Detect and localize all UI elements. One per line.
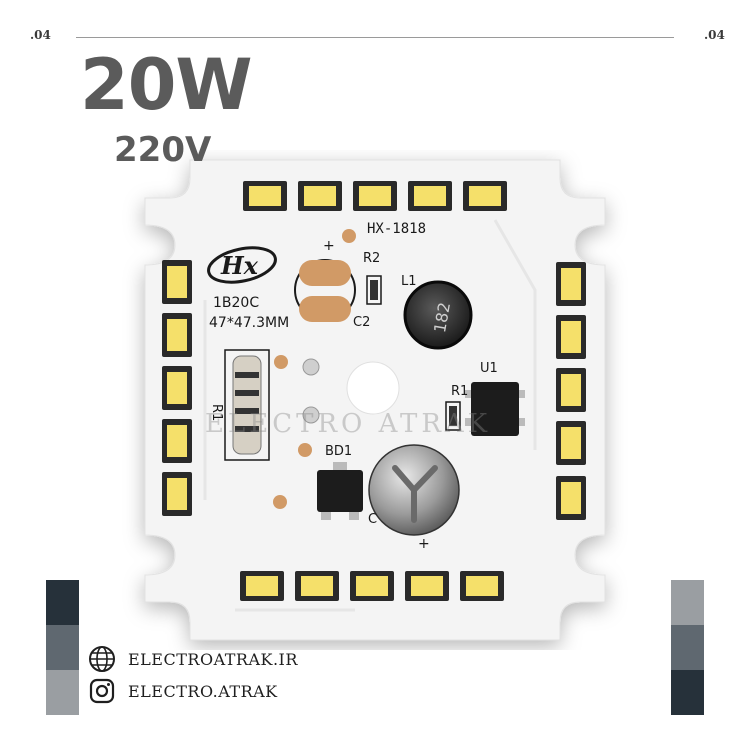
corner-label-right: .04 — [704, 28, 725, 42]
wattage-title: 20W — [80, 44, 253, 126]
c2-pad-top — [299, 260, 351, 286]
l1-label: L1 — [401, 274, 417, 289]
corner-label-left: .04 — [30, 28, 51, 42]
model-number: HX-1818 — [367, 221, 426, 237]
inductor-l1 — [405, 282, 471, 348]
globe-icon — [89, 646, 115, 672]
c1-label: C — [368, 512, 377, 527]
swatch-left-3 — [46, 670, 79, 715]
website-text: ELECTROATRAK.IR — [128, 649, 298, 669]
swatch-right-2 — [671, 625, 704, 670]
instagram-text: ELECTRO.ATRAK — [128, 681, 278, 701]
led-row-top — [243, 181, 507, 211]
top-divider — [76, 37, 674, 38]
swatch-left-2 — [46, 625, 79, 670]
voltage-subtitle: 220V — [114, 130, 212, 170]
board-size: 47*47.3MM — [209, 315, 289, 331]
r2-label: R2 — [363, 251, 380, 266]
led-column-right — [556, 262, 586, 520]
swatch-right-1 — [671, 580, 704, 625]
led-driver-board: Hx 1B20C 47*47.3MM HX-1818 + C2 R2 L1 18… — [105, 150, 645, 650]
r1-label: R1 — [451, 384, 468, 399]
rt-label: R1 — [209, 404, 224, 421]
spec-code: 1B20C — [213, 295, 259, 311]
brand-logo: Hx — [207, 246, 277, 284]
rt-resistor — [232, 355, 262, 455]
instagram-icon — [89, 678, 115, 704]
led-column-left — [162, 260, 192, 516]
watermark: ELECTRO ATRAK — [205, 409, 491, 439]
swatch-right-3 — [671, 670, 704, 715]
c2-pad-bottom — [299, 296, 351, 322]
mounting-hole — [346, 361, 400, 415]
bd1-label: BD1 — [325, 444, 352, 459]
website-line[interactable]: ELECTROATRAK.IR — [88, 645, 298, 673]
u1-label: U1 — [480, 361, 498, 376]
pcb-illustration: Hx 1B20C 47*47.3MM HX-1818 + C2 R2 L1 18… — [144, 159, 606, 641]
test-pad — [342, 229, 356, 243]
swatch-left-1 — [46, 580, 79, 625]
brand-mark: Hx — [220, 251, 259, 280]
instagram-line[interactable]: ELECTRO.ATRAK — [88, 677, 278, 705]
bridge-bd1 — [317, 470, 363, 512]
plus-label-bottom: + — [418, 536, 430, 552]
plus-label-top: + — [323, 238, 335, 254]
rt-outline — [224, 349, 270, 461]
c2-label: C2 — [353, 315, 370, 330]
led-row-bottom — [240, 571, 504, 601]
chip-u1 — [471, 382, 519, 436]
